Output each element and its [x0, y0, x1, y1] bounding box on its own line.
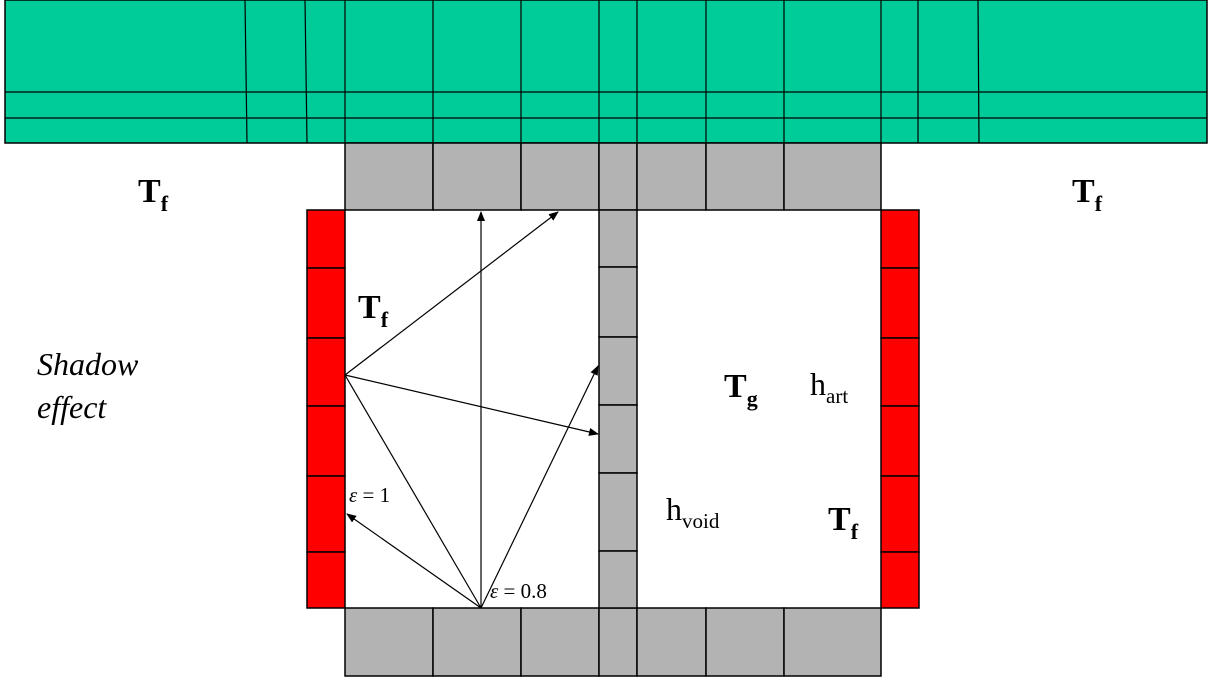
beam-cell [783, 142, 882, 211]
beam-cell [598, 607, 638, 677]
shadow-effect-line1: Shadow [37, 346, 139, 382]
tf-label-left: Tf [138, 173, 169, 216]
beam-cell [344, 607, 434, 677]
beam-cell [636, 607, 707, 677]
beam-cell [520, 607, 600, 677]
tf-label-cavity: Tf [358, 289, 389, 332]
beam-cell [783, 607, 882, 677]
heated-cell [306, 337, 346, 407]
heated-cell [306, 551, 346, 609]
ray-line [344, 374, 482, 609]
slab-col-line [304, 0, 308, 144]
heated-cell [880, 209, 920, 269]
beam-cell [520, 142, 600, 211]
column-cell [598, 336, 638, 406]
column-cell [598, 404, 638, 474]
right-heated-wall [880, 209, 920, 609]
hvoid-label: hvoid [666, 491, 720, 533]
top-beam [344, 142, 882, 211]
slab-col-line [244, 0, 248, 144]
top-slab [4, 0, 1208, 144]
tf-label-right: Tf [1072, 173, 1103, 216]
beam-cell [344, 142, 434, 211]
beam-cell [705, 607, 785, 677]
left-heated-wall [306, 209, 346, 609]
emissivity-label-08: ε = 0.8 [490, 579, 547, 603]
ray-arrow [344, 374, 599, 436]
beam-cell [636, 142, 707, 211]
heated-cell [880, 405, 920, 477]
heated-cell [306, 209, 346, 269]
beam-cell [432, 142, 522, 211]
bottom-beam [344, 607, 882, 677]
heated-cell [880, 337, 920, 407]
heated-cell [880, 475, 920, 553]
heated-cell [306, 405, 346, 477]
emissivity-label-1: ε = 1 [349, 483, 390, 507]
heated-cell [880, 551, 920, 609]
ray-arrow [344, 211, 559, 376]
ray-arrow [346, 513, 482, 609]
heated-cell [306, 267, 346, 339]
shadow-effect-line2: effect [37, 389, 107, 425]
tg-label: Tg [724, 368, 758, 411]
heated-cell [306, 475, 346, 553]
column-cell [598, 209, 638, 268]
slab-col-line [977, 0, 980, 144]
hart-label: hart [810, 366, 848, 408]
column-cell [598, 550, 638, 609]
radiation-rays [344, 211, 599, 609]
column-cell [598, 472, 638, 552]
heated-cell [880, 267, 920, 339]
slab-body [4, 0, 1208, 144]
beam-cell [432, 607, 522, 677]
column-cell [598, 266, 638, 338]
tf-label-right-cavity: Tf [828, 501, 859, 544]
ray-arrow [480, 365, 599, 609]
center-column [598, 209, 638, 609]
beam-cell [598, 142, 638, 211]
beam-cell [705, 142, 785, 211]
